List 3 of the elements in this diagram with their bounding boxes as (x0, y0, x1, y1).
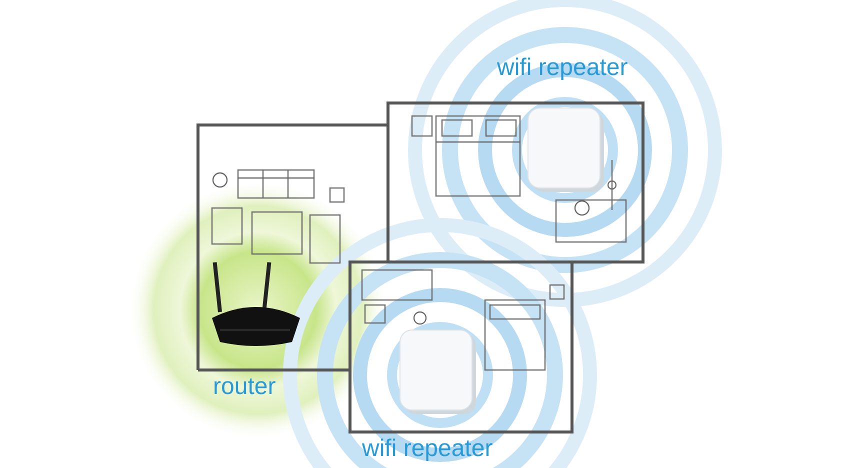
device-label: wifi repeater (497, 56, 628, 80)
device-label: wifi repeater (362, 437, 493, 461)
device-label: router (213, 375, 276, 399)
